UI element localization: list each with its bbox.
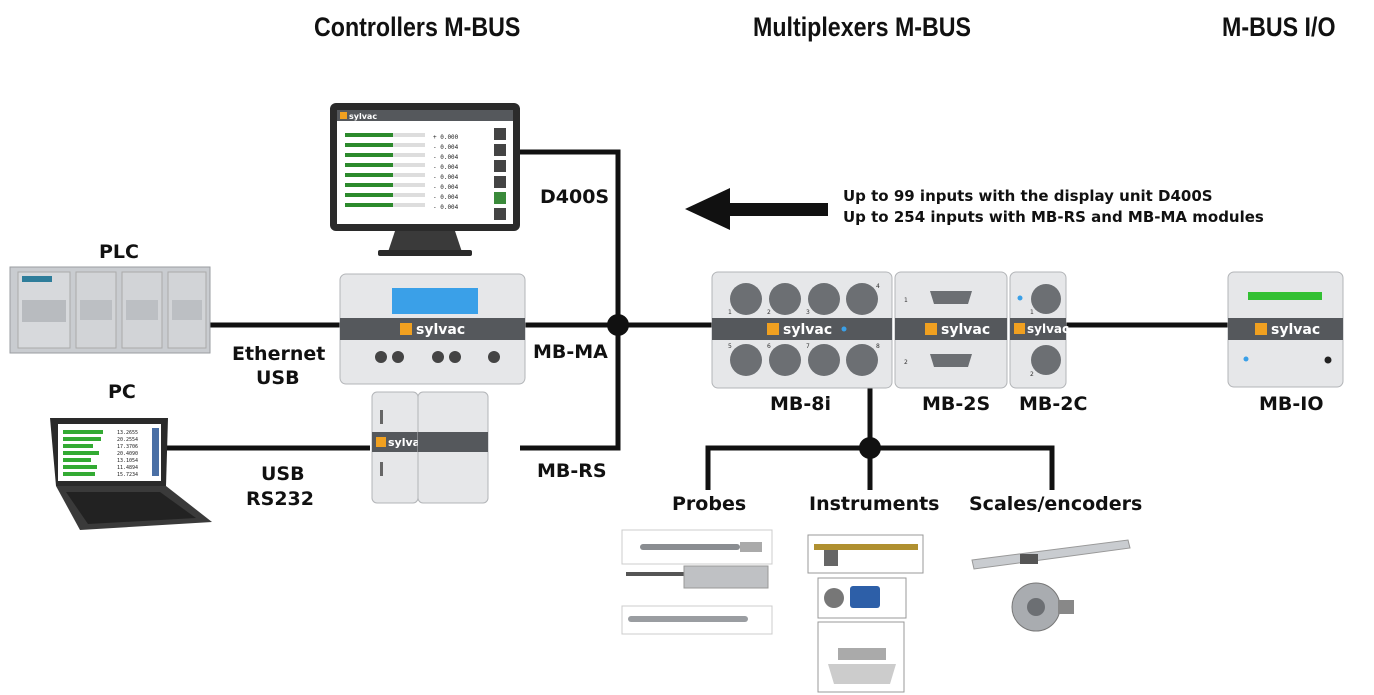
mb-rs-module: sylvac: [371, 391, 489, 504]
label-plc: PLC: [99, 241, 139, 263]
d400s-value: - 0.004: [433, 194, 459, 201]
port-number: 2: [767, 309, 771, 316]
mb-2s-module: sylvac 1 2: [894, 271, 1008, 389]
header-io: M-BUS I/O: [1222, 12, 1336, 42]
laptop-value: 20.4090: [117, 451, 138, 457]
laptop-value: 15.7234: [117, 472, 138, 478]
mb-io-module: sylvac: [1227, 271, 1344, 388]
label-mb-ma: MB-MA: [533, 341, 608, 363]
d400s-value: - 0.004: [433, 154, 459, 161]
label-ethernet: Ethernet: [232, 343, 326, 365]
port-number: 4: [876, 283, 880, 290]
d400s-value: + 0.000: [433, 134, 459, 141]
label-usb-1: USB: [256, 367, 300, 389]
bus-junction-dot: [607, 314, 629, 336]
mb-io-brand: sylvac: [1271, 322, 1320, 338]
label-rs232: RS232: [246, 488, 314, 510]
plc-device: [9, 266, 211, 354]
label-mb-io: MB-IO: [1259, 393, 1324, 415]
laptop-bars: [63, 430, 103, 476]
port-number: 6: [767, 343, 771, 350]
d400s-value: - 0.004: [433, 184, 459, 191]
port-number: 3: [806, 309, 810, 316]
label-mb-8i: MB-8i: [770, 393, 832, 415]
sensor-junction-dot: [859, 437, 881, 459]
instruments-images: [807, 534, 924, 693]
laptop-value: 13.2655: [117, 430, 138, 436]
line-sensor-branches: [705, 445, 1055, 490]
probes-images: [621, 529, 773, 635]
mb-8i-module: sylvac 1 2 3 4 5 6 7 8: [711, 271, 893, 389]
mb-ma-brand: sylvac: [416, 322, 465, 338]
port-number: 7: [806, 343, 810, 350]
left-arrow: [685, 188, 828, 230]
d400s-rows: [345, 133, 425, 207]
mb-2c-brand: sylvac: [1027, 322, 1069, 336]
mb-rs-brand: sylvac: [388, 436, 427, 449]
line-d400s-mb-rs: [520, 149, 621, 451]
port-number: 8: [876, 343, 880, 350]
port-number: 1: [728, 309, 732, 316]
d400s-value: - 0.004: [433, 204, 459, 211]
port-number: 5: [728, 343, 732, 350]
mb-ma-module: sylvac: [339, 273, 526, 385]
capacity-note-2: Up to 254 inputs with MB-RS and MB-MA mo…: [843, 208, 1264, 226]
mb-2c-module: sylvac 1 2: [1009, 271, 1069, 389]
label-mb-rs: MB-RS: [537, 460, 607, 482]
mb-2s-brand: sylvac: [941, 322, 990, 338]
d400s-value: - 0.004: [433, 144, 459, 151]
label-probes: Probes: [672, 493, 747, 515]
label-mb-2c: MB-2C: [1019, 393, 1088, 415]
d400s-value: - 0.004: [433, 164, 459, 171]
label-usb-2: USB: [261, 463, 305, 485]
scales-images: [971, 539, 1131, 632]
d400s-side-buttons: [494, 128, 506, 220]
label-instruments: Instruments: [809, 493, 940, 515]
mb-8i-brand: sylvac: [783, 322, 832, 338]
bus-lines: [165, 149, 1228, 490]
laptop-value: 17.3706: [117, 444, 138, 450]
header-multiplexers: Multiplexers M-BUS: [753, 12, 972, 42]
d400s-display: sylvac + 0.000 - 0.004 - 0.004 - 0.004 -…: [330, 103, 520, 256]
capacity-note-1: Up to 99 inputs with the display unit D4…: [843, 187, 1213, 205]
port-number: 1: [1030, 309, 1034, 316]
header-controllers: Controllers M-BUS: [314, 12, 521, 42]
d400s-brand: sylvac: [349, 112, 377, 121]
port-number: 2: [1030, 371, 1034, 378]
port-number: 1: [904, 297, 908, 304]
laptop-value: 11.4894: [117, 465, 138, 471]
laptop-value: 13.1054: [117, 458, 138, 464]
label-mb-2s: MB-2S: [922, 393, 991, 415]
port-number: 2: [904, 359, 908, 366]
label-pc: PC: [108, 381, 136, 403]
d400s-value: - 0.004: [433, 174, 459, 181]
label-scales: Scales/encoders: [969, 493, 1143, 515]
laptop-value: 20.2554: [117, 437, 138, 443]
laptop-device: 13.2655 20.2554 17.3706 20.4090 13.1054 …: [50, 418, 212, 530]
label-d400s: D400S: [540, 186, 610, 208]
